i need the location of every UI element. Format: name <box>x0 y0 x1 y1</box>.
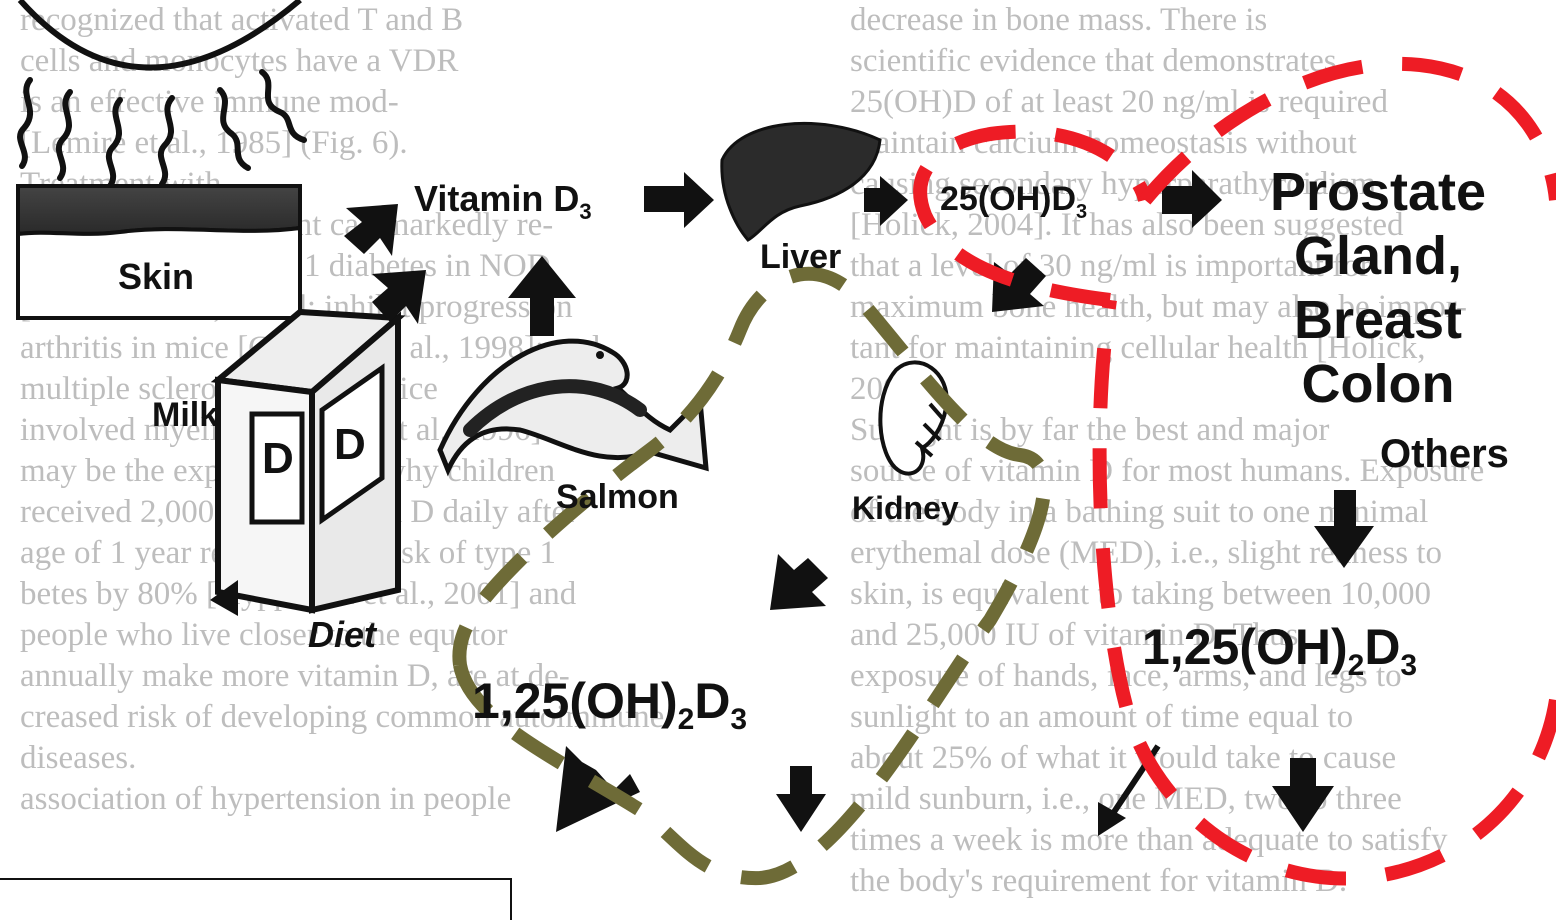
gland-label: Gland, <box>1238 224 1518 288</box>
arrow-25ohd3-to-kidney <box>992 258 1046 312</box>
arrow-vitamin-d3-to-liver <box>644 172 714 228</box>
legend-box-outline <box>0 878 512 920</box>
milk-label: Milk <box>152 396 218 435</box>
skin-label: Skin <box>118 256 194 298</box>
sun-icon <box>20 0 304 186</box>
arrow-calcitriol-down-1 <box>776 766 826 832</box>
arrow-salmon-to-vitamin-d3 <box>508 256 576 336</box>
salmon-label: Salmon <box>556 478 679 517</box>
vitamin-d-metabolism-diagram <box>0 0 1556 898</box>
salmon-icon <box>440 341 706 470</box>
vitamin-d3-label: Vitamin D3 <box>414 178 592 225</box>
calcitriol-left-label: 1,25(OH)2D3 <box>472 672 747 737</box>
arrow-calcitriol-down-left-2-head <box>1098 802 1126 836</box>
calcitriol-right-label: 1,25(OH)2D3 <box>1142 618 1417 683</box>
milk-carton-icon <box>210 312 398 616</box>
liver-label: Liver <box>760 238 841 277</box>
carton-d-left: D <box>262 434 294 484</box>
colon-label: Colon <box>1238 352 1518 416</box>
arrow-kidney-to-calcitriol <box>770 554 828 610</box>
liver-icon <box>722 123 880 240</box>
arrow-calcitriol-down-right <box>1272 758 1334 832</box>
kidney-icon <box>880 362 946 473</box>
prostate-label: Prostate <box>1238 160 1518 224</box>
carton-d-right: D <box>334 420 366 470</box>
hydroxy-d3-label: 25(OH)D3 <box>940 180 1087 224</box>
others-label: Others <box>1380 432 1509 477</box>
breast-label: Breast <box>1238 288 1518 352</box>
arrow-colon-to-calcitriol <box>1314 490 1374 568</box>
kidney-label: Kidney <box>852 490 959 527</box>
arrow-skin-to-vitamin-d3 <box>344 204 398 256</box>
arrow-liver-to-25ohd3 <box>864 176 908 226</box>
target-tissues-label: Prostate Gland, Breast Colon <box>1238 160 1518 416</box>
skin-block-icon <box>18 186 300 318</box>
diet-label: Diet <box>308 614 376 656</box>
